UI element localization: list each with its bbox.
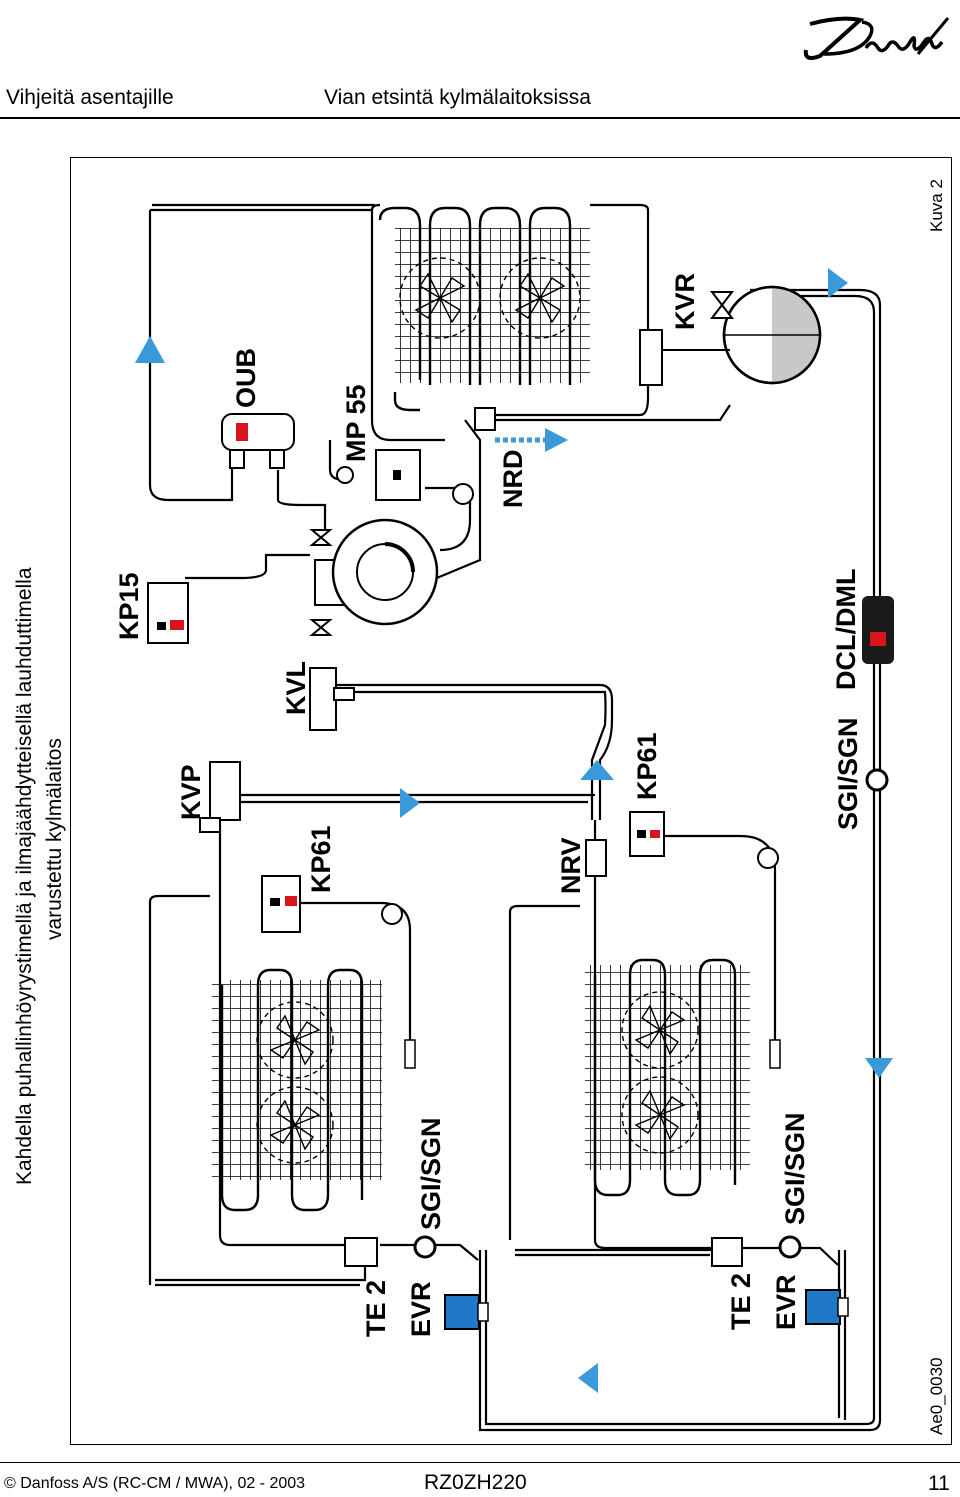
label-sgi-sgn-lower: SGI/SGN	[780, 1112, 810, 1225]
label-nrv: NRV	[556, 837, 586, 894]
mp55-switch	[336, 449, 474, 505]
footer-rule	[0, 1462, 960, 1463]
label-kvl: KVL	[281, 661, 311, 715]
lower-evaporator	[585, 958, 750, 1197]
figure-label: Kuva 2	[927, 179, 946, 232]
lower-expansion-group	[711, 1235, 849, 1325]
kvl-valve	[309, 667, 355, 731]
nrd-valve	[474, 407, 568, 452]
dcl-dml-filter	[862, 596, 894, 664]
flow-arrow-left	[578, 1363, 598, 1393]
label-kp61-upper: KP61	[306, 825, 336, 893]
lower-evaporator-fan-icon	[621, 991, 699, 1154]
diagram-title-line2: varustettu kylmälaitos	[43, 738, 66, 940]
flow-arrow-up	[580, 760, 614, 780]
condenser	[378, 206, 590, 412]
upper-evaporator-fan-icon	[256, 1001, 334, 1164]
danfoss-logo	[803, 16, 950, 60]
footer-doc-code: RZ0ZH220	[424, 1471, 527, 1494]
label-mp55: MP 55	[341, 384, 371, 462]
kp15-switch	[147, 582, 189, 644]
label-te2-upper: TE 2	[361, 1280, 391, 1337]
figure-code: Ae0_0030	[927, 1357, 946, 1435]
component-labels: KP15 KVP KVL OUB MP 55 NRD KVR DCL/DML S…	[114, 273, 863, 1337]
label-kp61-lower: KP61	[632, 732, 662, 800]
label-kvp: KVP	[176, 764, 206, 820]
flow-arrow-down	[865, 1058, 893, 1078]
kp61-upper-switch	[261, 875, 416, 1069]
compressor	[309, 518, 439, 636]
flow-arrows	[135, 268, 893, 1393]
header-left-title: Vihjeitä asentajille	[6, 86, 174, 109]
upper-evaporator	[212, 968, 382, 1212]
diagram-frame	[70, 157, 952, 1445]
upper-expansion-group	[344, 1235, 489, 1330]
label-evr-lower: EVR	[771, 1274, 801, 1330]
label-kp15: KP15	[114, 572, 144, 640]
kp61-lower-switch	[629, 811, 781, 1069]
label-kvr: KVR	[670, 273, 700, 330]
header-rule	[0, 117, 960, 119]
header-center-title: Vian etsintä kylmälaitoksissa	[324, 86, 591, 109]
label-nrd: NRD	[498, 450, 528, 509]
kvr-valve	[639, 291, 735, 386]
label-oub: OUB	[231, 348, 261, 408]
diagram-title-line1: Kahdella puhallinhöyrystimellä ja ilmajä…	[13, 567, 36, 1185]
oub-separator	[221, 413, 295, 469]
kvp-valve	[199, 761, 241, 833]
sight-glass-liquid	[865, 768, 889, 792]
flow-arrow-right	[400, 788, 420, 818]
piping	[148, 203, 882, 1432]
footer-page-number: 11	[928, 1472, 950, 1495]
label-te2-lower: TE 2	[726, 1273, 756, 1330]
label-dcl-dml: DCL/DML	[831, 569, 861, 690]
condenser-fan-icon	[399, 257, 581, 339]
receiver	[722, 285, 822, 385]
label-evr-upper: EVR	[406, 1281, 436, 1337]
diagram-title: Kahdella puhallinhöyrystimellä ja ilmajä…	[13, 567, 66, 1185]
flow-arrow-up	[135, 336, 165, 363]
nrv-valve	[585, 839, 607, 877]
flow-arrow-right	[828, 268, 848, 298]
label-sgi-sgn-upper: SGI/SGN	[416, 1117, 446, 1230]
footer-copyright: © Danfoss A/S (RC-CM / MWA), 02 - 2003	[4, 1475, 306, 1492]
label-sgi-sgn-liquid: SGI/SGN	[833, 717, 863, 830]
